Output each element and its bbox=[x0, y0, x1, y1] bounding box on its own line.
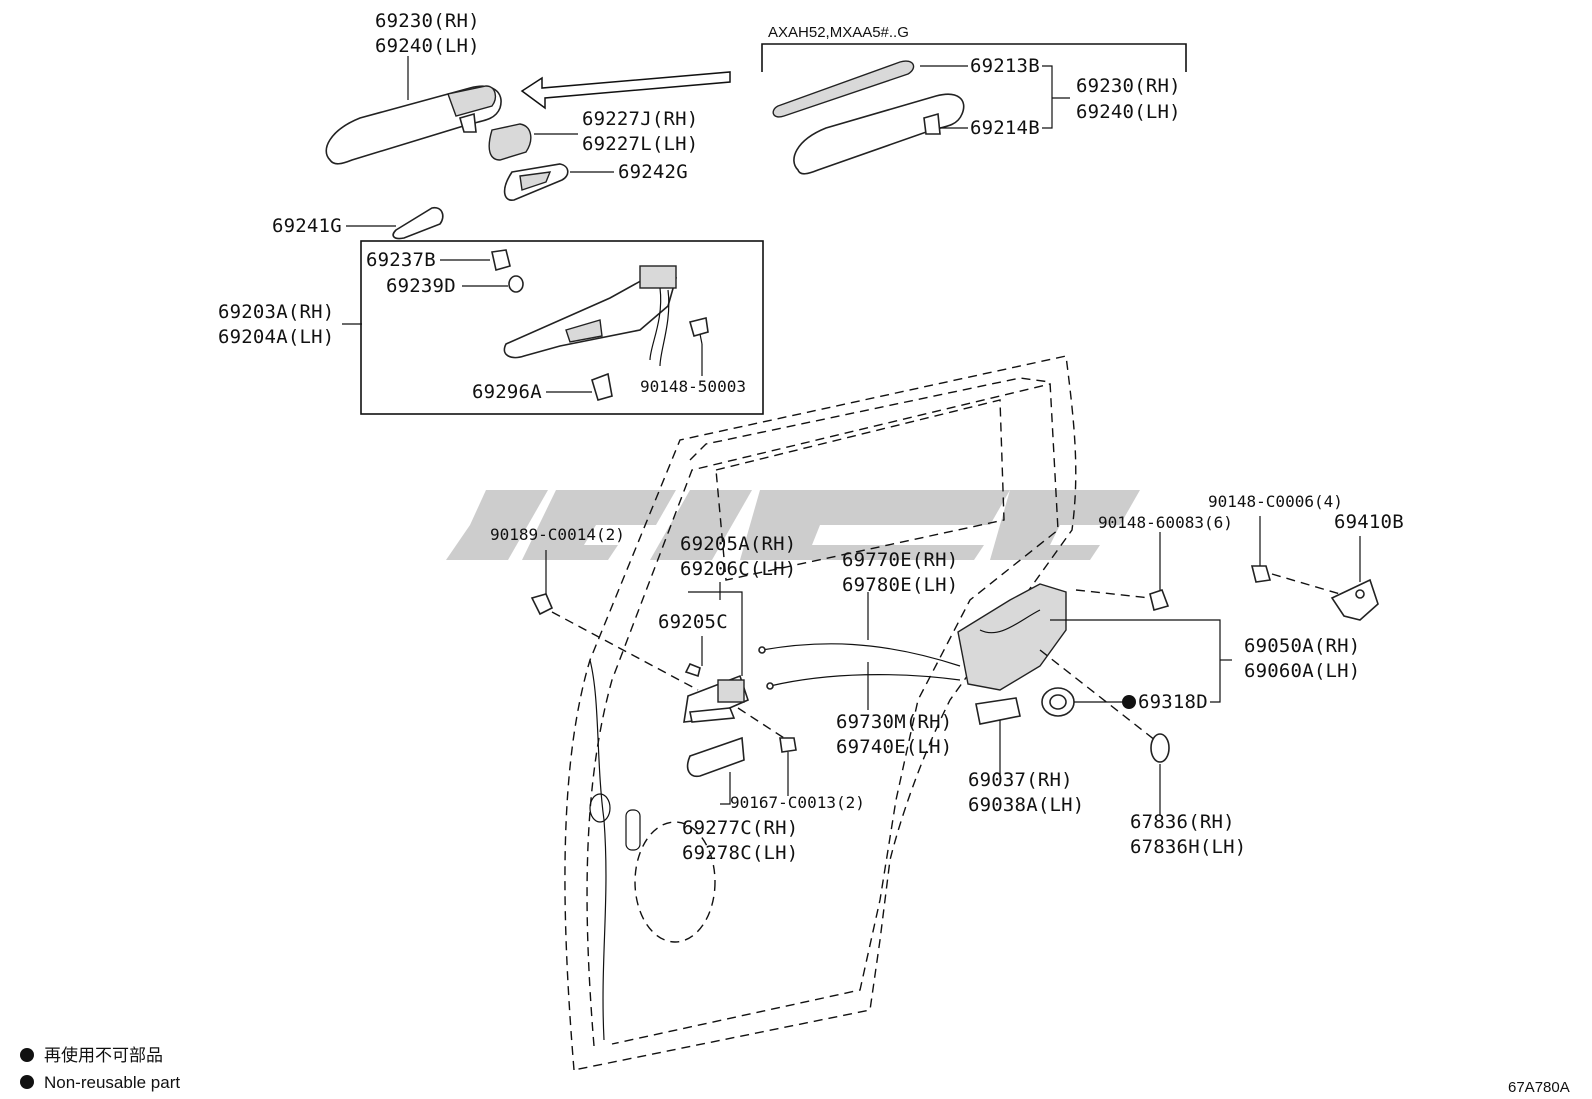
label-handle-rh: 69230(RH) bbox=[375, 10, 480, 32]
non-reusable-marker bbox=[1122, 695, 1136, 709]
watermark-logo bbox=[446, 490, 1140, 560]
legend-bullet bbox=[20, 1075, 34, 1089]
label-inner-lh: 69206C(LH) bbox=[680, 558, 796, 580]
plug-part bbox=[591, 372, 613, 401]
inside-handle-part bbox=[683, 662, 749, 723]
handle-cap-part bbox=[488, 123, 532, 161]
leader-lines bbox=[342, 56, 1361, 816]
cable-parts bbox=[758, 643, 961, 690]
grommet-part bbox=[1150, 733, 1170, 763]
label-inner-rh: 69205A(RH) bbox=[680, 533, 796, 555]
lock-screw-guide bbox=[1075, 589, 1151, 599]
bezel-part bbox=[686, 736, 745, 778]
label-cable2-rh: 69730M(RH) bbox=[836, 711, 952, 733]
striker-screw-part bbox=[1250, 565, 1272, 583]
label-striker: 69410B bbox=[1334, 511, 1404, 533]
lock-seal-part bbox=[1041, 687, 1075, 717]
label-cable2-lh: 69740E(LH) bbox=[836, 736, 952, 758]
label-grommet-rh: 67836(RH) bbox=[1130, 811, 1235, 833]
bushing-part bbox=[508, 275, 524, 293]
outside-handle-part bbox=[325, 85, 502, 165]
label-screw-c0006: 90148-C0006(4) bbox=[1208, 492, 1343, 511]
label-screw-60083: 90148-60083(6) bbox=[1098, 513, 1233, 532]
door-clip-part bbox=[530, 593, 554, 616]
striker-guide bbox=[1271, 573, 1341, 595]
clip-part bbox=[491, 249, 511, 272]
label-cable1-rh: 69770E(RH) bbox=[842, 549, 958, 571]
handle-screw-part bbox=[779, 737, 797, 753]
label-plug-296a: 69296A bbox=[472, 381, 542, 403]
direction-arrow bbox=[520, 71, 731, 110]
label-lock-lh: 69060A(LH) bbox=[1244, 660, 1360, 682]
legend-bullet bbox=[20, 1048, 34, 1062]
label-pad-214b: 69214B bbox=[970, 117, 1040, 139]
label-handle-lh: 69240(LH) bbox=[375, 35, 480, 57]
lock-cover-part bbox=[975, 697, 1021, 725]
label-handle2-rh: 69230(RH) bbox=[1076, 75, 1181, 97]
label-cover-lh: 69227L(LH) bbox=[582, 133, 698, 155]
label-trim-213b: 69213B bbox=[970, 55, 1040, 77]
part-labels: 69230(RH) 69240(LH) AXAH52,MXAA5#..G 692… bbox=[218, 10, 1404, 864]
lock-grommet-guide bbox=[1039, 649, 1161, 745]
frame-assembly-box bbox=[360, 240, 764, 415]
handle-pad-part bbox=[503, 163, 569, 201]
label-frame-lh: 69204A(LH) bbox=[218, 326, 334, 348]
legend: 再使用不可部品 Non-reusable part bbox=[20, 1045, 180, 1092]
rear-door-outline bbox=[564, 355, 1077, 1071]
handle-frame-part bbox=[503, 265, 678, 367]
label-lock-rh: 69050A(RH) bbox=[1244, 635, 1360, 657]
label-seal-318d: 69318D bbox=[1138, 691, 1208, 713]
lock-screw-part bbox=[1149, 588, 1170, 611]
label-cover-038-lh: 69038A(LH) bbox=[968, 794, 1084, 816]
diagram-code: 67A780A bbox=[1508, 1079, 1570, 1096]
label-bush-239d: 69239D bbox=[386, 275, 456, 297]
label-pad-g: 69242G bbox=[618, 161, 688, 183]
label-grommet-lh: 67836H(LH) bbox=[1130, 836, 1246, 858]
label-cable1-lh: 69780E(LH) bbox=[842, 574, 958, 596]
legend-line-1: 再使用不可部品 bbox=[44, 1045, 163, 1065]
clip-guide-line bbox=[551, 611, 699, 691]
label-variant-note: AXAH52,MXAA5#..G bbox=[768, 24, 909, 41]
label-bezel-lh: 69278C(LH) bbox=[682, 842, 798, 864]
variant-bracket bbox=[761, 43, 1187, 72]
label-inner-c: 69205C bbox=[658, 611, 728, 633]
outside-handle-variant-part bbox=[772, 60, 965, 175]
label-screw-c0013: 90167-C0013(2) bbox=[730, 793, 865, 812]
label-cover-037-rh: 69037(RH) bbox=[968, 769, 1073, 791]
inside-handle-guide bbox=[737, 707, 785, 739]
label-pad-241g: 69241G bbox=[272, 215, 342, 237]
door-lock-part bbox=[957, 583, 1067, 691]
legend-line-2: Non-reusable part bbox=[44, 1073, 180, 1092]
label-cover-rh: 69227J(RH) bbox=[582, 108, 698, 130]
bolt-part bbox=[689, 317, 709, 345]
label-handle2-lh: 69240(LH) bbox=[1076, 101, 1181, 123]
handle-pad-small-part bbox=[392, 206, 444, 240]
label-bolt-50003: 90148-50003 bbox=[640, 377, 746, 396]
label-bezel-rh: 69277C(RH) bbox=[682, 817, 798, 839]
label-clip-237b: 69237B bbox=[366, 249, 436, 271]
label-clip-c0014: 90189-C0014(2) bbox=[490, 525, 625, 544]
label-frame-rh: 69203A(RH) bbox=[218, 301, 334, 323]
striker-part bbox=[1330, 578, 1379, 621]
